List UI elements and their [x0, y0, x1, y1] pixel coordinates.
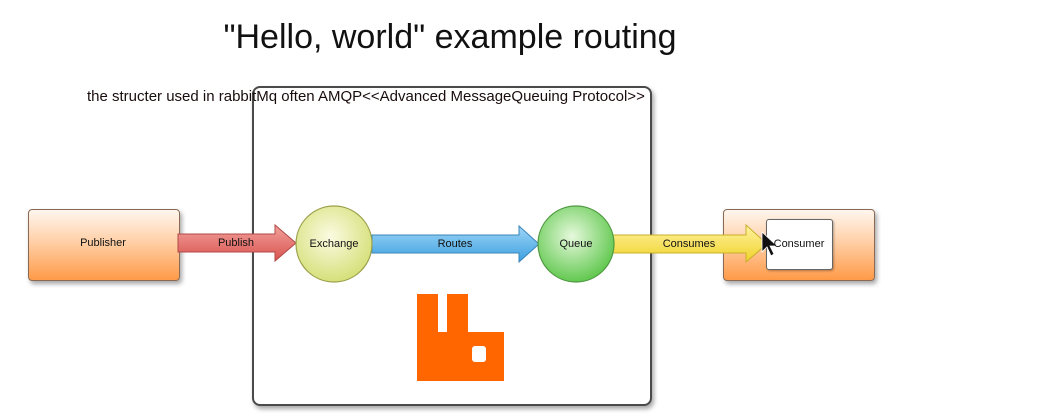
publisher-label: Publisher: [80, 237, 126, 249]
diagram-title: "Hello, world" example routing: [223, 18, 677, 56]
rabbitmq-logo-icon: [417, 294, 504, 381]
subtitle: the structer used in rabbitMq often AMQP…: [87, 88, 645, 105]
routes-label: Routes: [437, 238, 473, 250]
mouse-cursor-icon: [761, 231, 779, 257]
consumer-label: Consumer: [773, 238, 825, 250]
queue-node: [537, 205, 615, 283]
routes-arrow: [371, 224, 540, 264]
consumes-arrow: [612, 223, 768, 264]
queue-label: Queue: [559, 238, 593, 250]
publish-arrow: [177, 223, 297, 263]
exchange-node: [295, 205, 373, 283]
exchange-label: Exchange: [309, 238, 359, 250]
consumes-label: Consumes: [662, 238, 716, 250]
publish-label: Publish: [217, 237, 255, 249]
publisher-box: [28, 209, 180, 281]
